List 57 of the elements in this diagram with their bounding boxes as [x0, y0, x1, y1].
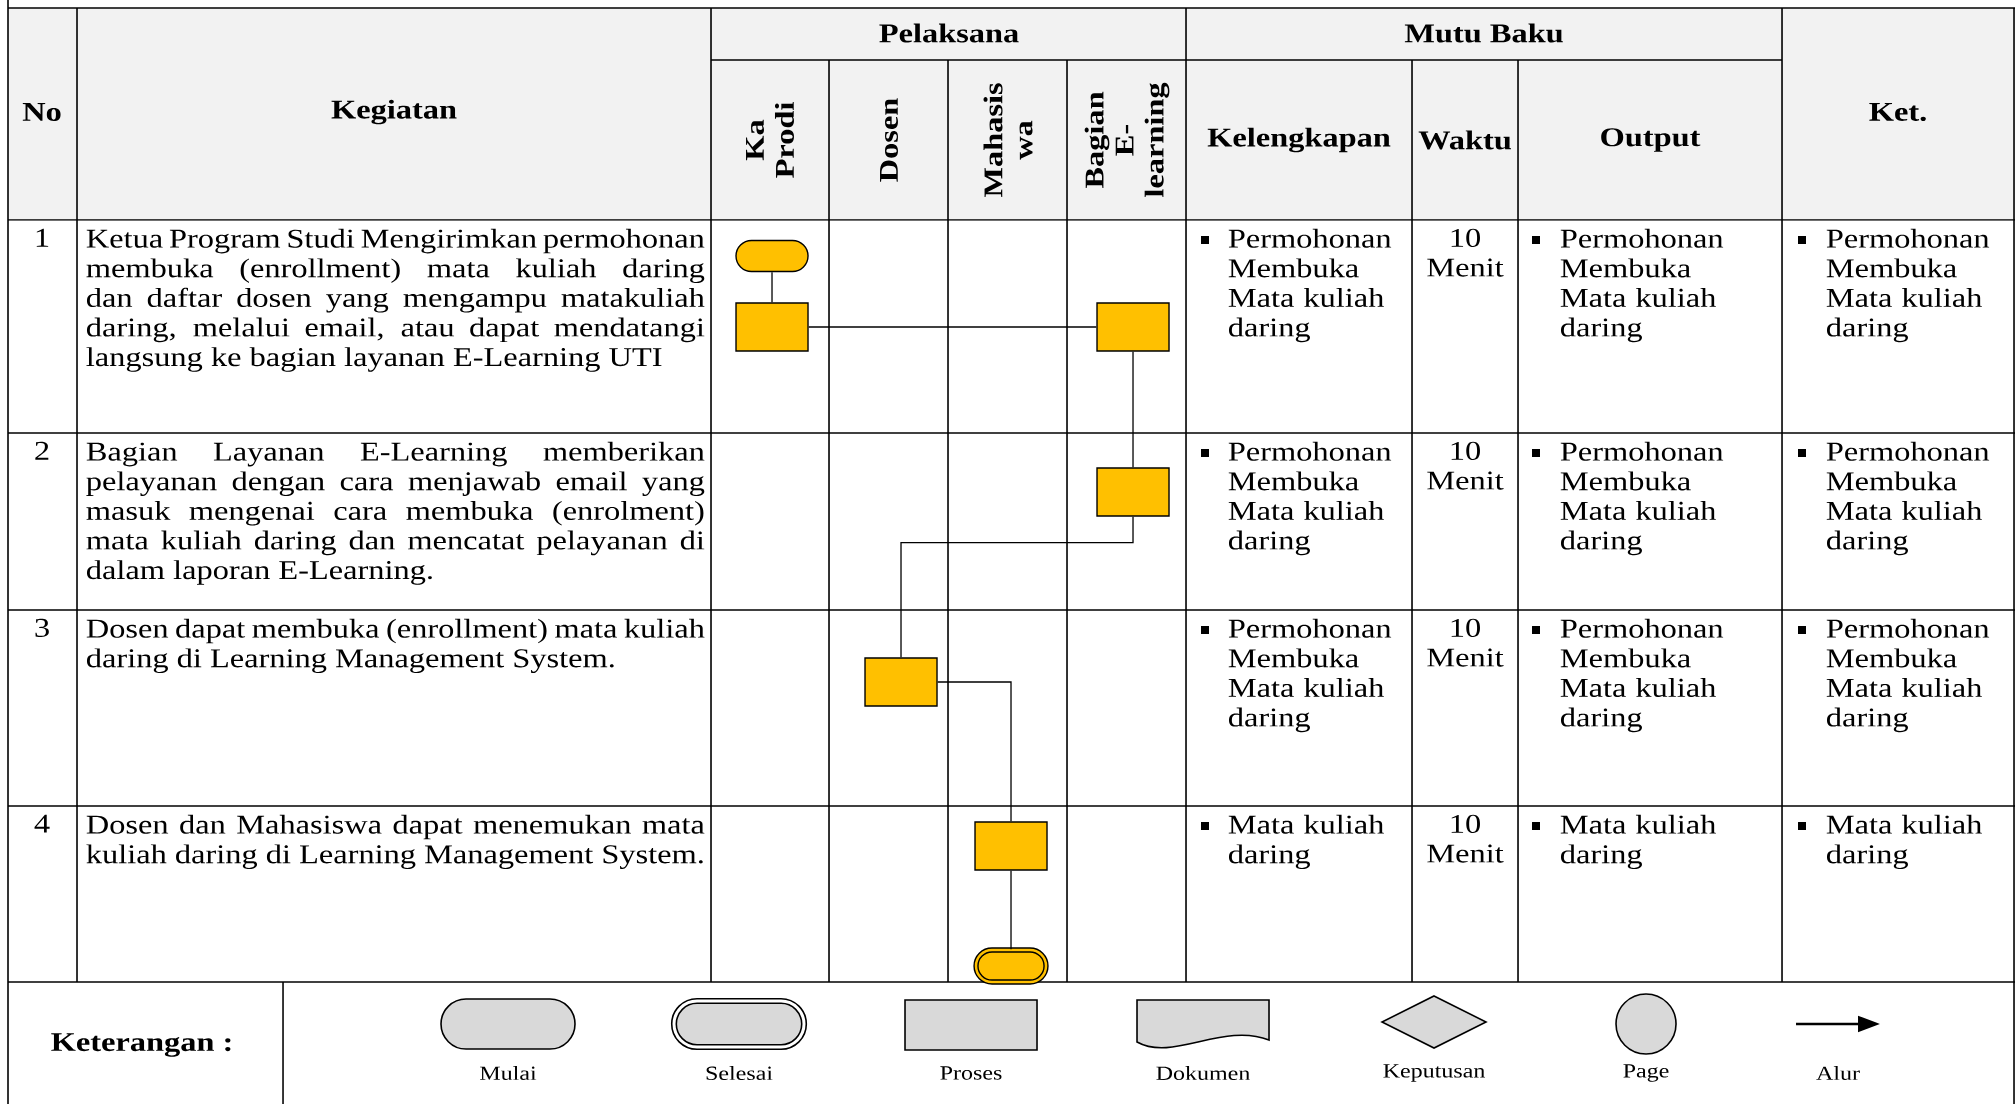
- cell-text: 10 Menit: [1427, 814, 1504, 863]
- legend-label: Page: [1623, 1064, 1669, 1082]
- process-box: [974, 821, 1048, 871]
- process-box: [1096, 302, 1170, 352]
- process-box: [1096, 467, 1170, 517]
- start-terminator: [735, 239, 809, 273]
- row-number: 4: [34, 814, 50, 833]
- legend-label: Mulai: [480, 1065, 537, 1081]
- legend-label: Alur: [1816, 1065, 1860, 1081]
- activity-text: Bagian Layanan E-Learning memberikan pelayanan dengan cara menjawab email yang masuk mengenai cara membuka (enrolment) mata kuliah daring dan mencatat pelayanan di dalam laporan E-Learning.: [86, 441, 705, 585]
- cell-text: Permohonan Membuka Mata kuliah daring: [1560, 441, 1724, 556]
- legend-label: Proses: [940, 1066, 1002, 1080]
- cell-text: Mata kuliah daring: [1560, 814, 1716, 869]
- connector-line: [900, 516, 1134, 658]
- header-text: Dosen: [880, 98, 898, 182]
- cell-text: Mata kuliah daring: [1826, 814, 1982, 869]
- header-text: No: [22, 103, 61, 121]
- activity-text: Dosen dan Mahasiswa dapat menemukan mata kuliah daring di Learning Management System.: [86, 814, 705, 869]
- header-text: Waktu: [1418, 130, 1511, 150]
- header-text: Output: [1601, 128, 1701, 152]
- header-text: Ka Prodi: [746, 102, 794, 178]
- row-number: 3: [35, 618, 49, 637]
- cell-text: Permohonan Membuka Mata kuliah daring: [1228, 618, 1392, 733]
- legend-label: Selesai: [706, 1065, 773, 1081]
- activity-text: Ketua Program Studi Mengirimkan permohonan membuka (enrollment) mata kuliah daring dan daftar dosen yang mengampu matakuliah daring, melalui email, atau dapat mendatangi langsung ke bagian layanan E-Learning UTI: [86, 228, 705, 372]
- connector-line: [1132, 351, 1134, 468]
- legend-label: Keputusan: [1383, 1064, 1485, 1082]
- cell-text: Mata kuliah daring: [1228, 814, 1384, 869]
- legend-label: Dokumen: [1156, 1065, 1250, 1081]
- end-terminator: [973, 947, 1049, 985]
- cell-text: 10 Menit: [1427, 618, 1504, 667]
- process-box: [735, 302, 809, 352]
- header-text: Kelengkapan: [1207, 127, 1391, 153]
- header-text: Kegiatan: [331, 99, 457, 125]
- row-number: 1: [36, 228, 49, 247]
- header-text: Bagian E-learning: [1084, 82, 1170, 197]
- process-box: [864, 657, 938, 707]
- legend-title: Keterangan :: [51, 1033, 231, 1057]
- cell-text: Permohonan Membuka Mata kuliah daring: [1826, 441, 1990, 556]
- connector-line: [771, 271, 773, 303]
- cell-text: Permohonan Membuka Mata kuliah daring: [1560, 618, 1724, 733]
- connector-line: [808, 326, 1097, 328]
- header-text: Mutu Baku: [1404, 23, 1563, 43]
- cell-text: Permohonan Membuka Mata kuliah daring: [1826, 228, 1990, 343]
- connector-line: [1010, 870, 1012, 950]
- header-text: Pelaksana: [879, 23, 1019, 43]
- header-text: Ket.: [1869, 102, 1926, 122]
- cell-text: Permohonan Membuka Mata kuliah daring: [1560, 228, 1724, 343]
- cell-text: Permohonan Membuka Mata kuliah daring: [1826, 618, 1990, 733]
- header-text: Mahasis wa: [983, 83, 1033, 198]
- connector-line: [937, 681, 1012, 822]
- cell-text: Permohonan Membuka Mata kuliah daring: [1228, 441, 1392, 556]
- cell-text: Permohonan Membuka Mata kuliah daring: [1228, 228, 1392, 343]
- cell-text: 10 Menit: [1427, 228, 1504, 277]
- activity-text: Dosen dapat membuka (enrollment) mata kuliah daring di Learning Management System.: [86, 618, 705, 673]
- row-number: 2: [35, 441, 49, 460]
- cell-text: 10 Menit: [1427, 441, 1504, 490]
